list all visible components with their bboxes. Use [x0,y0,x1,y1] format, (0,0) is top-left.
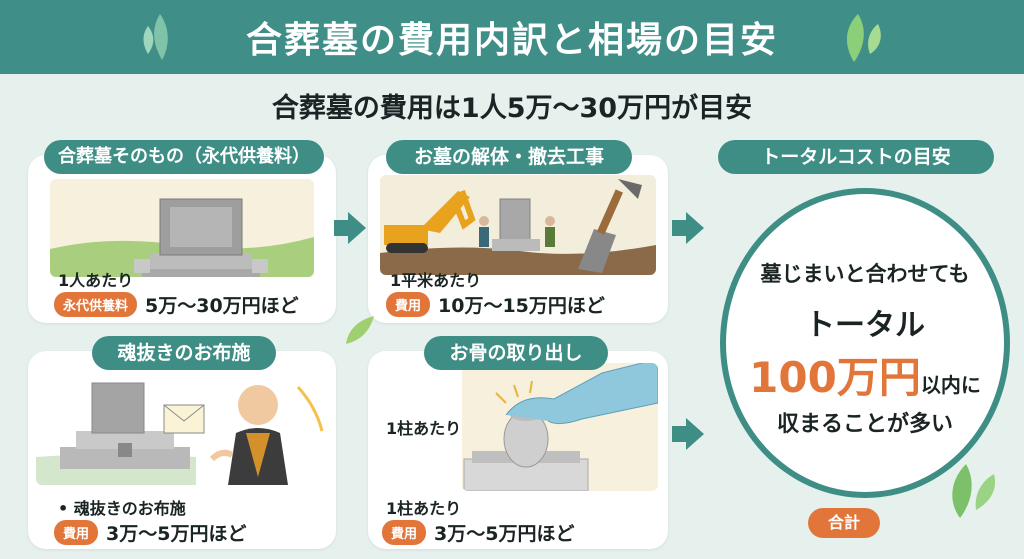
card-eitai-price: 5万〜30万円ほど [145,295,299,317]
card-tamanuki-price-row: 費用 3万〜5万円ほど [54,519,246,546]
arrow-right-icon [334,212,366,244]
card-kotsu-badge: 費用 [382,520,427,545]
total-summary-circle: 墓じまいと合わせても トータル 100万円以内に 収まることが多い [720,188,1010,498]
total-line4: 収まることが多い [776,412,953,437]
card-eitai-title: 合葬墓そのもの（永代供養料） [44,140,324,174]
leaf-left-icon [143,14,168,60]
card-kaitai-per: 1平米あたり [390,271,482,290]
card-eitai-per: 1人あたり [58,271,134,290]
card-eitai-badge: 永代供養料 [54,292,138,317]
leaf-decor-icon [346,316,374,344]
card-kotsu-title: お骨の取り出し [424,336,608,370]
total-amount-row: 100万円以内に [726,344,1004,405]
leaf-corner-icon [952,464,996,518]
total-badge: 合計 [808,508,880,538]
card-kaitai-title: お墓の解体・撤去工事 [386,140,632,174]
card-eitai-price-row: 永代供養料 5万〜30万円ほど [54,291,299,318]
card-kotsu-per-inline: 1柱あたり [386,419,462,438]
gravestone-illustration [50,179,314,277]
card-tamanuki-per: • 魂抜きのお布施 [58,499,186,518]
total-title: トータルコストの目安 [718,140,994,174]
total-line3-suffix: 以内に [920,373,981,397]
monk-illustration [36,367,328,485]
card-kaitai-badge: 費用 [386,292,431,317]
total-amount: 100万円 [749,353,921,402]
total-line1: 墓じまいと合わせても [760,262,970,286]
card-eitai: 1人あたり 永代供養料 5万〜30万円ほど [28,155,336,323]
card-tamanuki-title: 魂抜きのお布施 [92,336,276,370]
card-kotsu: 1柱あたり 1柱あたり 費用 3万〜5万円ほど [368,351,668,549]
summary-heading: 合葬墓の費用は1人5万〜30万円が目安 [271,93,753,124]
card-kotsu-per: 1柱あたり [386,499,462,518]
card-tamanuki: • 魂抜きのお布施 費用 3万〜5万円ほど [28,351,336,549]
card-kotsu-price: 3万〜5万円ほど [434,523,575,545]
card-kaitai-price: 10万〜15万円ほど [438,295,605,317]
urn-illustration [462,363,658,491]
page-title: 合葬墓の費用内訳と相場の目安 [245,20,778,61]
total-line2: トータル [805,308,925,343]
card-kaitai-price-row: 費用 10万〜15万円ほど [386,291,605,318]
card-kotsu-price-row: 費用 3万〜5万円ほど [382,519,574,546]
card-tamanuki-price: 3万〜5万円ほど [106,523,247,545]
card-tamanuki-badge: 費用 [54,520,99,545]
leaf-right-icon [846,14,881,62]
demolition-illustration [380,175,656,275]
card-kaitai: 1平米あたり 費用 10万〜15万円ほど [368,155,668,323]
arrow-right-icon [672,418,704,450]
arrow-right-icon [672,212,704,244]
